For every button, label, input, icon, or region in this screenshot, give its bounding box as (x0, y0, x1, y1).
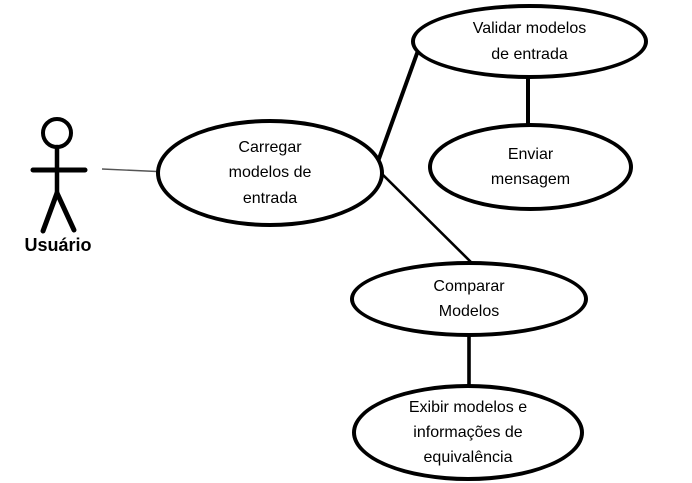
use-case-label: Validar modelos de entrada (472, 20, 587, 63)
use-case-carregar-modelos: Carregar modelos de entrada (156, 119, 384, 227)
use-case-label: Comparar Modelos (433, 277, 505, 320)
actor-figure (30, 117, 88, 234)
use-case-enviar-mensagem: Enviar mensagem (428, 123, 633, 211)
use-case-validar-modelos: Validar modelos de entrada (411, 4, 648, 79)
use-case-label: Carregar modelos de entrada (228, 139, 312, 207)
use-case-comparar-modelos: Comparar Modelos (350, 261, 588, 337)
association-carregar-validar (370, 33, 426, 179)
actor-head (41, 117, 73, 149)
actor-right-leg (54, 190, 77, 233)
actor-left-leg (40, 190, 60, 234)
actor-label: Usuário (24, 235, 92, 255)
use-case-label: Exibir modelos e informações de equivalê… (408, 398, 528, 467)
use-case-exibir-modelos: Exibir modelos e informações de equivalê… (352, 384, 584, 481)
association-carregar-comparar (374, 166, 483, 274)
use-case-label: Enviar mensagem (490, 145, 571, 188)
